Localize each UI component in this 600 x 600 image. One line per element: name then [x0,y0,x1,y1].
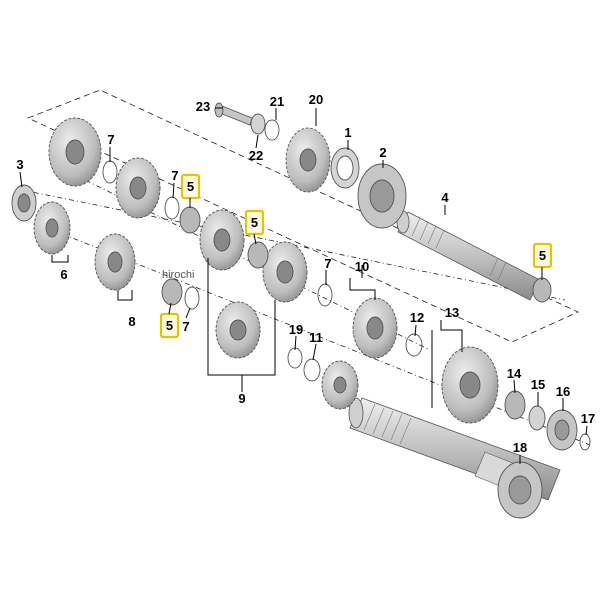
callout-23: 23 [196,99,210,114]
leader-lines [19,107,588,464]
callout-7-left: 7 [182,319,189,334]
callout-7-right: 7 [324,256,331,271]
callout-8: 8 [128,314,135,329]
callout-3: 3 [16,157,23,172]
bearing-parts [11,102,591,519]
callout-7-mid: 7 [171,168,178,183]
callout-1: 1 [344,125,351,140]
callout-21: 21 [270,94,284,109]
callout-4: 4 [441,190,449,205]
callout-18: 18 [513,440,527,455]
callout-13: 13 [445,305,459,320]
output-shaft [396,210,541,301]
callout-15: 15 [531,377,545,392]
callout-5-mid: 5 [251,215,258,230]
callout-16: 16 [556,384,570,399]
callout-22: 22 [249,148,263,163]
callout-14: 14 [507,366,522,381]
callout-5-top: 5 [187,179,194,194]
callout-labels: 23 21 20 22 1 2 3 4 5 5 5 5 6 7 7 7 7 8 … [16,92,595,455]
callout-19: 19 [289,322,303,337]
gear-parts [33,117,499,424]
callout-6: 6 [60,267,67,282]
callout-2: 2 [379,145,386,160]
callout-5-right: 5 [539,248,546,263]
callout-17: 17 [581,411,595,426]
callout-12: 12 [410,310,424,325]
callout-7-top: 7 [107,132,114,147]
callout-10: 10 [355,259,369,274]
callout-5-left: 5 [166,318,173,333]
assembly-frame [26,89,579,343]
callout-11: 11 [309,330,323,345]
callout-20: 20 [309,92,323,107]
callout-9: 9 [238,391,245,406]
watermark: hirochi [162,269,194,281]
